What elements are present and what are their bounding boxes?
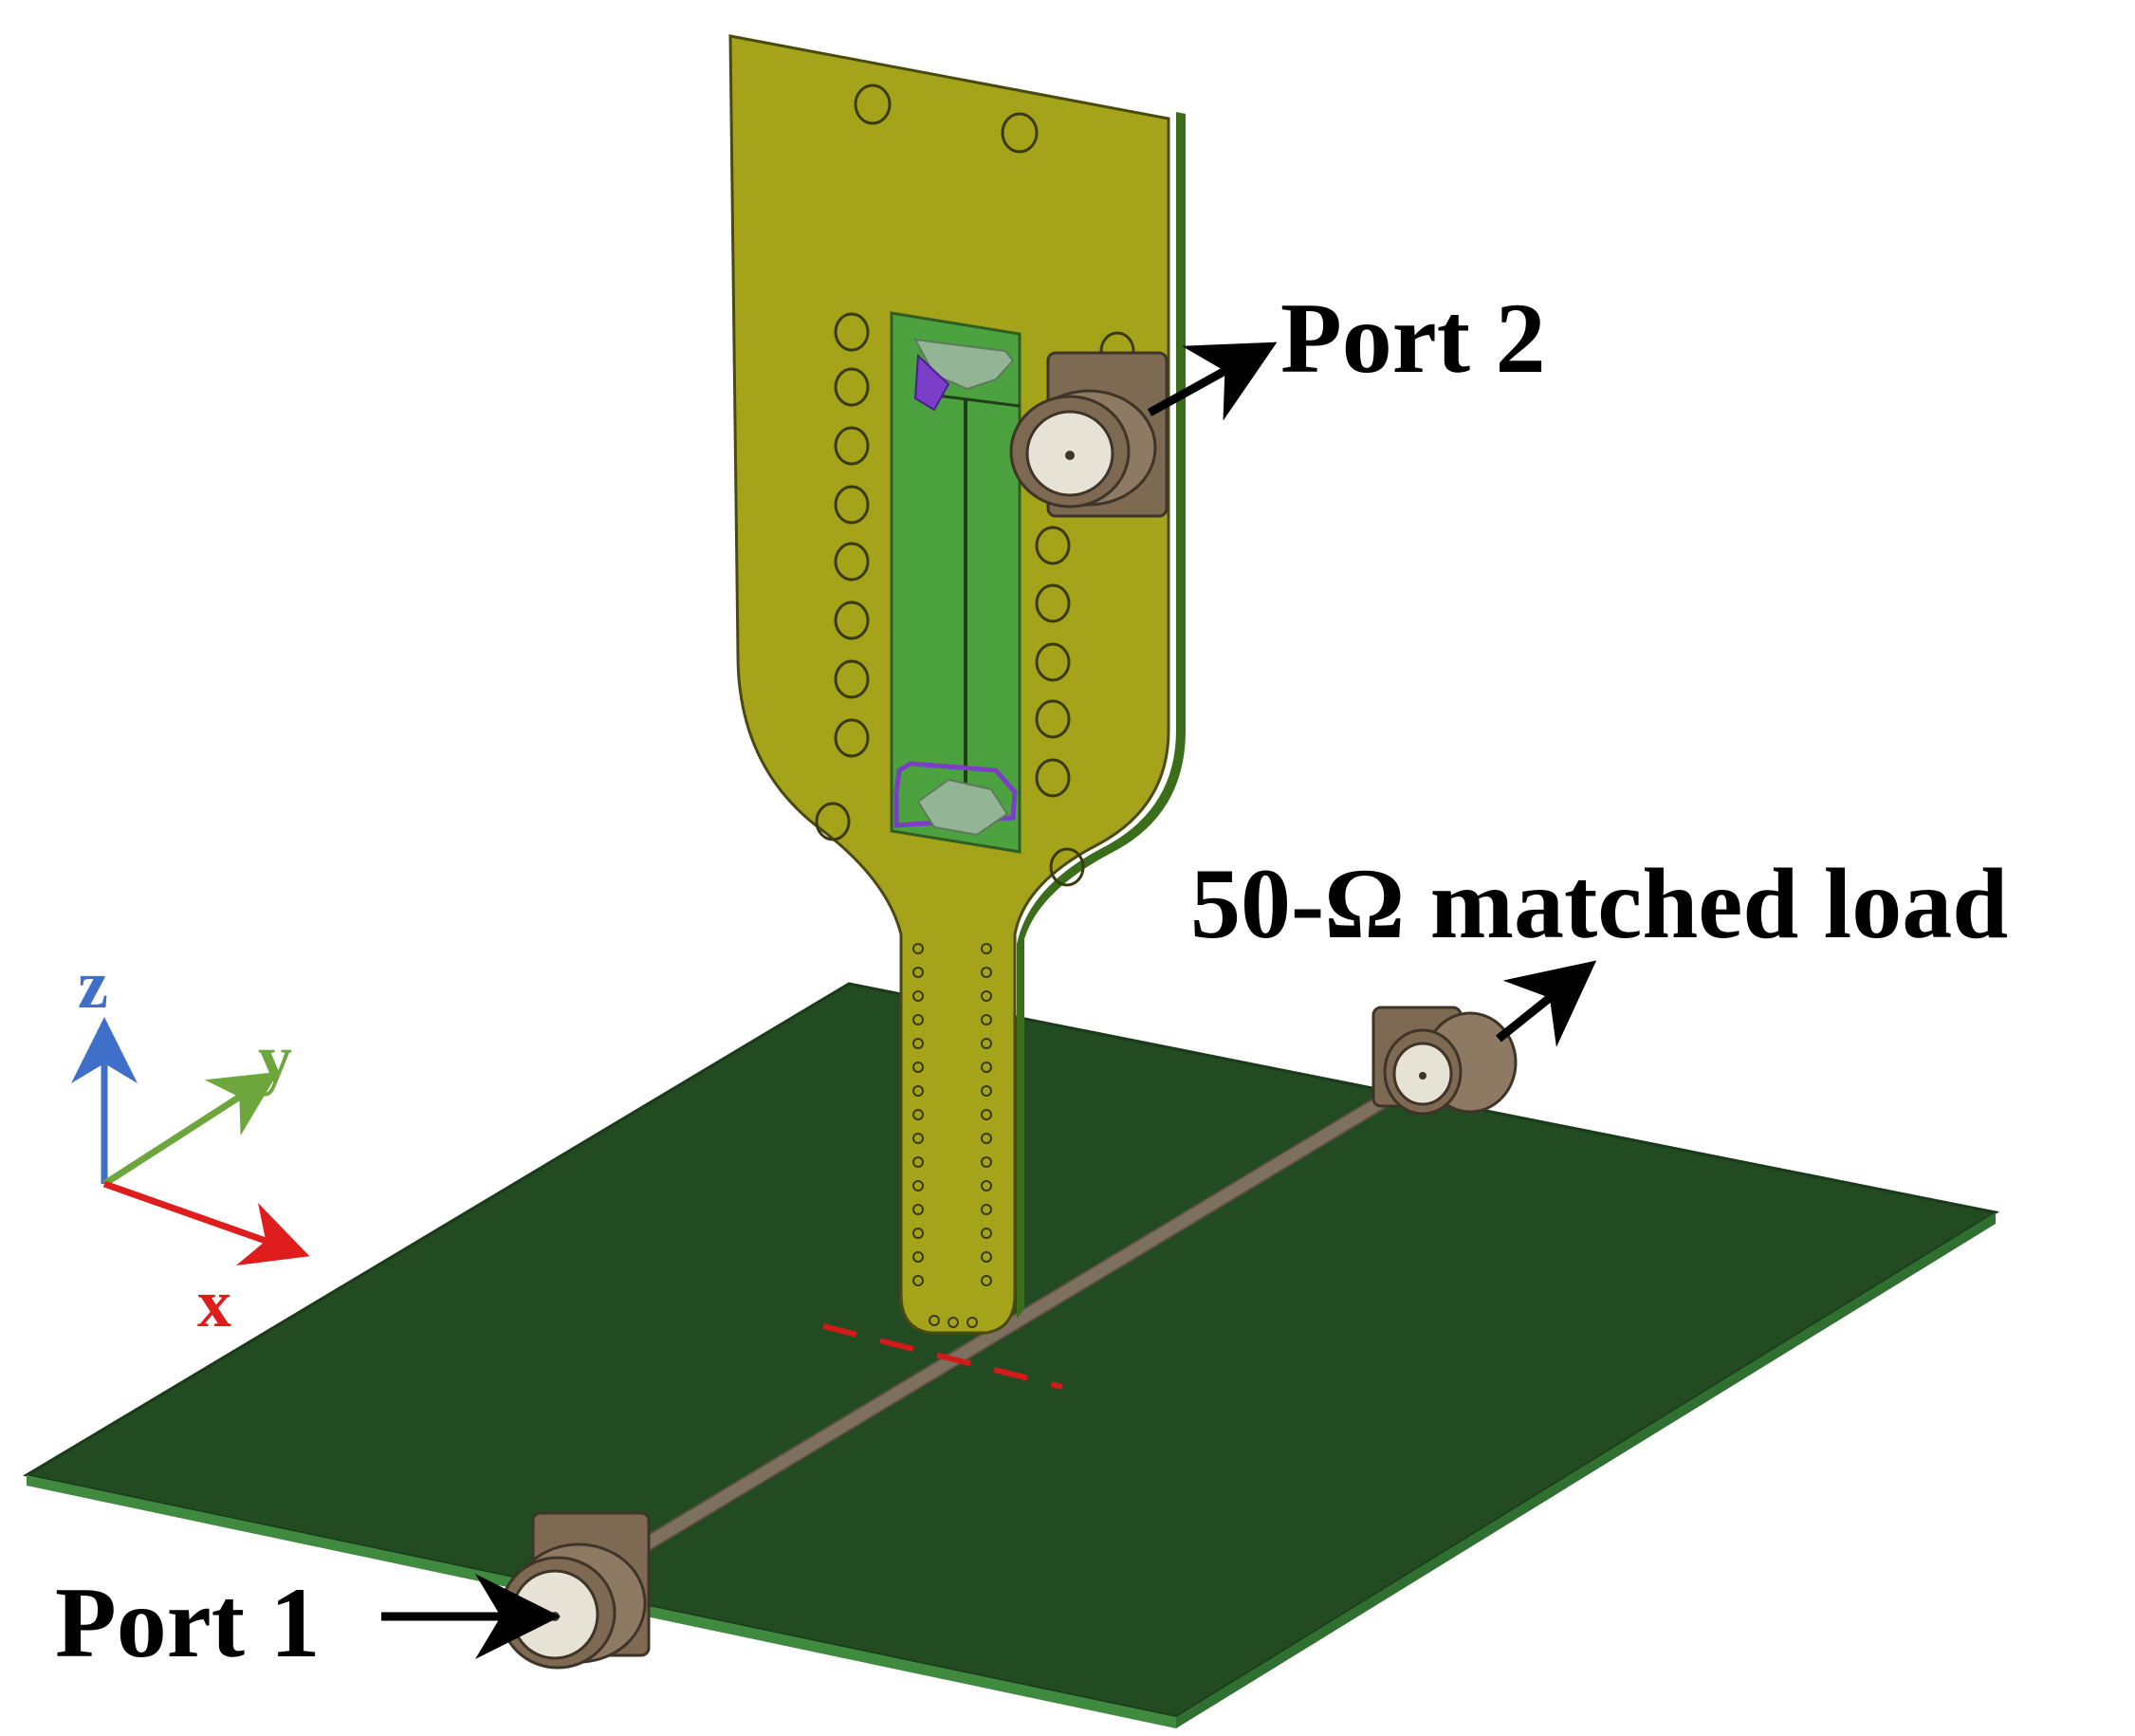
via-column-left <box>815 312 870 841</box>
reference-dashed-line <box>822 1323 1063 1390</box>
stem-vias <box>912 943 992 1328</box>
probe-window <box>890 311 1021 854</box>
port2-connector-icon <box>1009 351 1169 518</box>
port2-label: Port 2 <box>1280 283 1546 394</box>
load-connector-icon <box>1371 1006 1518 1116</box>
coordinate-axes: z y x <box>71 947 310 1341</box>
port1-label: Port 1 <box>55 1567 321 1678</box>
axis-label-x: x <box>197 1265 231 1341</box>
axis-label-y: y <box>258 1021 292 1097</box>
load-label: 50-Ω matched load <box>1190 848 2008 959</box>
arrow-icon <box>1496 960 1597 1047</box>
x-axis-arrow-icon <box>102 1180 310 1266</box>
axis-label-z: z <box>78 947 108 1023</box>
arrow-icon <box>1147 342 1278 421</box>
y-axis-arrow-icon <box>102 1071 279 1187</box>
